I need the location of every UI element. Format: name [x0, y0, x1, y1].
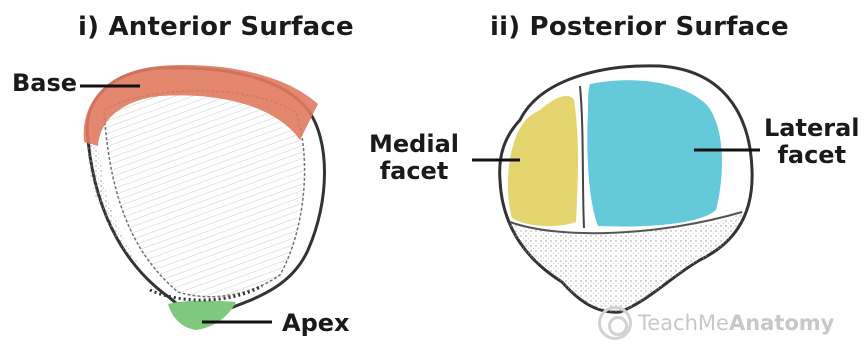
teachme-logo-icon	[598, 306, 632, 340]
lateral-facet-label: Lateral facet	[764, 115, 860, 169]
watermark-suffix: Anatomy	[729, 311, 834, 335]
base-label: Base	[12, 70, 77, 97]
lateral-facet-label-line2: facet	[764, 142, 860, 169]
medial-facet-label-line1: Medial	[369, 131, 459, 158]
anterior-patella	[80, 65, 325, 330]
watermark-prefix: TeachMe	[638, 311, 729, 335]
lateral-facet-label-line1: Lateral	[764, 115, 860, 142]
lateral-facet-highlight	[587, 80, 722, 226]
medial-facet-label-line2: facet	[369, 158, 459, 185]
apex-highlight	[168, 301, 236, 330]
posterior-patella	[472, 66, 760, 312]
medial-facet-label: Medial facet	[369, 131, 459, 185]
apex-label: Apex	[282, 310, 350, 337]
